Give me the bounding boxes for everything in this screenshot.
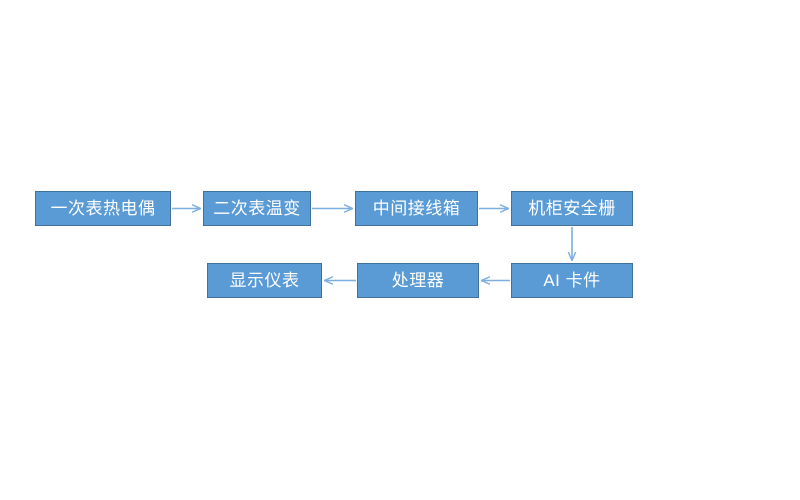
node-processor[interactable]: 处理器 <box>357 263 479 298</box>
node-thermocouple[interactable]: 一次表热电偶 <box>35 191 171 226</box>
node-ai-card-label: AI 卡件 <box>543 271 601 290</box>
node-transmitter-label: 二次表温变 <box>213 199 301 218</box>
node-junction-box-label: 中间接线箱 <box>372 199 461 218</box>
node-transmitter[interactable]: 二次表温变 <box>203 191 311 226</box>
node-junction-box[interactable]: 中间接线箱 <box>355 191 478 226</box>
node-display-instrument[interactable]: 显示仪表 <box>207 263 322 298</box>
node-safety-barrier[interactable]: 机柜安全栅 <box>511 191 633 226</box>
node-ai-card[interactable]: AI 卡件 <box>511 263 633 298</box>
node-safety-barrier-label: 机柜安全栅 <box>528 199 616 218</box>
node-thermocouple-label: 一次表热电偶 <box>50 199 156 218</box>
node-display-instrument-label: 显示仪表 <box>229 271 300 290</box>
node-processor-label: 处理器 <box>391 271 445 290</box>
